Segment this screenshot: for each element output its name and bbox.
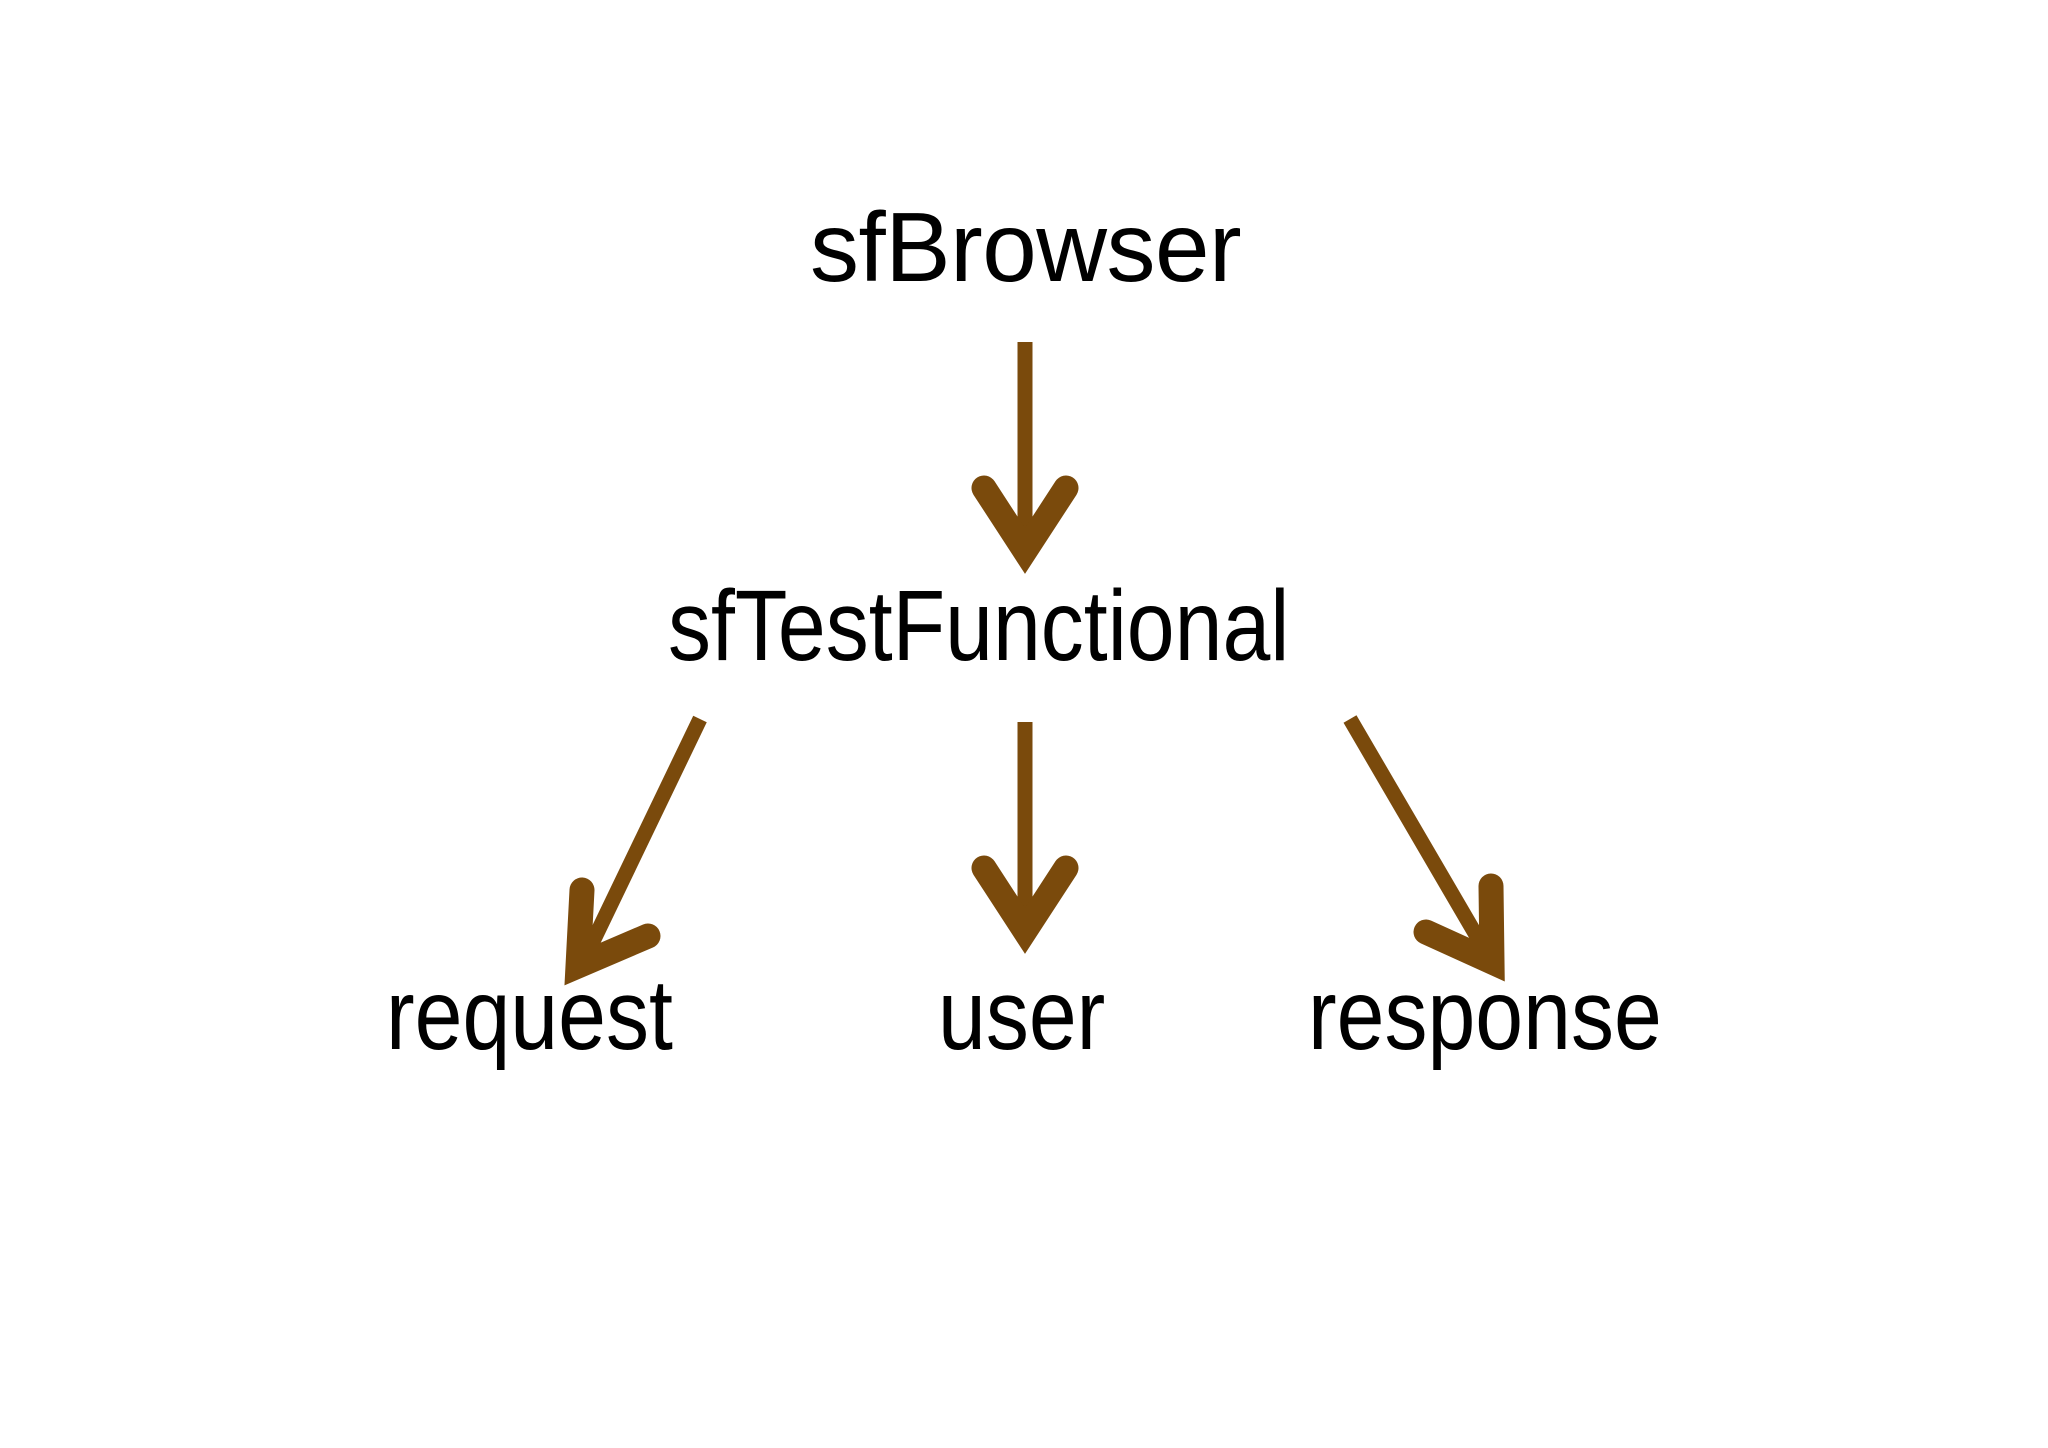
node-label-request: request xyxy=(386,959,673,1071)
edge-sftestfunctional-to-user xyxy=(971,722,1079,954)
node-label-user: user xyxy=(938,959,1106,1071)
node-label-sftestfunctional: sfTestFunctional xyxy=(668,570,1290,682)
arrow-down-icon xyxy=(971,475,1079,574)
arrow-shaft xyxy=(1343,715,1493,956)
arrow-down-right-icon xyxy=(1413,873,1505,982)
edge-sfbrowser-to-sftestfunctional xyxy=(971,342,1079,574)
arrow-down-icon xyxy=(971,855,1079,954)
arrow-shaft xyxy=(579,715,707,960)
edge-sftestfunctional-to-request xyxy=(564,715,707,986)
node-label-sfbrowser: sfBrowser xyxy=(810,192,1242,302)
arrow-down-left-icon xyxy=(564,877,661,986)
edge-sftestfunctional-to-response xyxy=(1343,715,1505,982)
node-label-response: response xyxy=(1308,959,1662,1071)
